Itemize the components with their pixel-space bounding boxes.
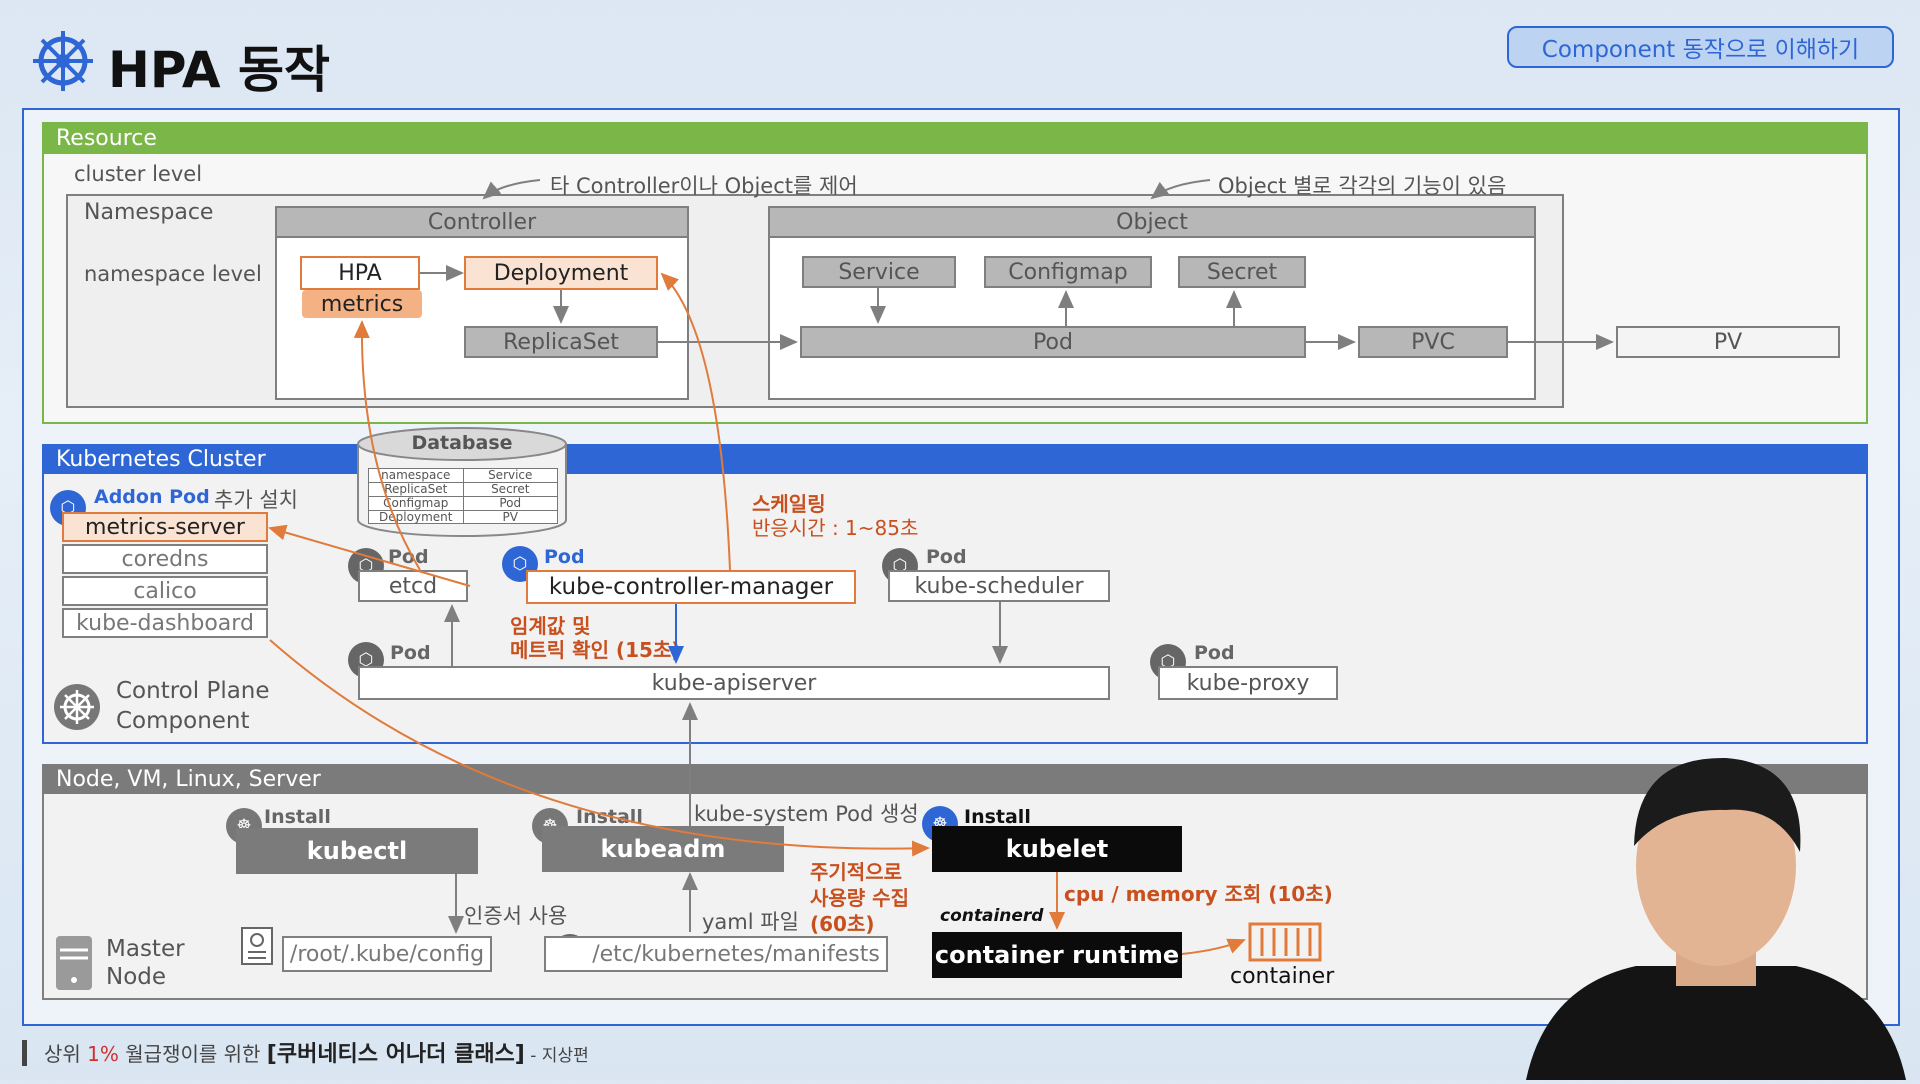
control-plane-icon bbox=[52, 682, 102, 732]
footer-course: [쿠버네티스 어나더 클래스] bbox=[266, 1042, 525, 1067]
namespace-label: Namespace bbox=[84, 200, 214, 225]
threshold-label-1: 임계값 및 bbox=[510, 614, 591, 638]
master-node-label-1: Master bbox=[106, 936, 185, 962]
kubernetes-wheel-icon bbox=[30, 28, 96, 94]
certificate-icon bbox=[236, 924, 282, 970]
footer-suffix: - 지상편 bbox=[524, 1046, 589, 1066]
manifests-box: /etc/kubernetes/manifests bbox=[544, 936, 888, 972]
kube-scheduler-box: kube-scheduler bbox=[888, 570, 1110, 602]
addon-pod-label: Addon Pod bbox=[94, 486, 210, 508]
collect-label-3: (60초) bbox=[810, 912, 875, 936]
object-header: Object bbox=[768, 206, 1536, 238]
kube-proxy-box: kube-proxy bbox=[1158, 666, 1338, 700]
cpu-memory-label: cpu / memory 조회 (10초) bbox=[1064, 882, 1333, 906]
db-cell: Configmap bbox=[369, 497, 463, 511]
db-cell: Service bbox=[463, 469, 557, 483]
proxy-pod-label: Pod bbox=[1194, 642, 1235, 664]
master-node-label-2: Node bbox=[106, 964, 167, 990]
footer-prefix: 상위 bbox=[44, 1042, 88, 1066]
container-icon bbox=[1246, 920, 1324, 964]
cert-label: 인증서 사용 bbox=[464, 904, 568, 928]
secret-box: Secret bbox=[1178, 256, 1306, 288]
db-cell: namespace bbox=[369, 469, 463, 483]
addon-note: 추가 설치 bbox=[214, 488, 298, 512]
object-note: Object 별로 각각의 기능이 있음 bbox=[1218, 174, 1507, 198]
threshold-label-2: 메트릭 확인 (15초) bbox=[510, 638, 681, 662]
configmap-box: Configmap bbox=[984, 256, 1152, 288]
kube-dashboard-box: kube-dashboard bbox=[62, 608, 268, 638]
kubelet-box: kubelet bbox=[932, 826, 1182, 872]
yaml-label: yaml 파일 bbox=[702, 910, 799, 934]
kubelet-install-label: Install bbox=[964, 806, 1031, 828]
deployment-box: Deployment bbox=[464, 256, 658, 290]
pvc-box: PVC bbox=[1358, 326, 1508, 358]
controller-note: 타 Controller이나 Object를 제어 bbox=[550, 174, 858, 198]
scaling-label-2: 반응시간 : 1~85초 bbox=[752, 516, 919, 540]
scaling-label-1: 스케일링 bbox=[752, 492, 826, 516]
config-path-box: /root/.kube/config bbox=[282, 936, 492, 972]
footer-caption: 상위 1% 월급쟁이를 위한 [쿠버네티스 어나더 클래스] - 지상편 bbox=[44, 1036, 589, 1068]
db-cell: Deployment bbox=[379, 510, 453, 524]
kube-apiserver-box: kube-apiserver bbox=[358, 666, 1110, 700]
metrics-server-box: metrics-server bbox=[62, 512, 268, 542]
resource-bar: Resource bbox=[42, 122, 1868, 154]
db-cell: PV bbox=[502, 510, 518, 524]
pod-box: Pod bbox=[800, 326, 1306, 358]
apiserver-pod-label: Pod bbox=[390, 642, 431, 664]
kube-controller-manager-box: kube-controller-manager bbox=[526, 570, 856, 604]
service-box: Service bbox=[802, 256, 956, 288]
server-icon bbox=[54, 934, 94, 992]
pv-box: PV bbox=[1616, 326, 1840, 358]
collect-label-2: 사용량 수집 bbox=[810, 886, 909, 910]
db-cell: Pod bbox=[463, 497, 557, 511]
coredns-box: coredns bbox=[62, 544, 268, 574]
cluster-level-label: cluster level bbox=[74, 162, 203, 186]
footer-bar-mark bbox=[22, 1040, 27, 1066]
container-runtime-box: container runtime bbox=[932, 932, 1182, 978]
control-plane-label-2: Component bbox=[116, 708, 250, 734]
replicaset-box: ReplicaSet bbox=[464, 326, 658, 358]
db-cell: Secret bbox=[463, 483, 557, 497]
namespace-level-label: namespace level bbox=[84, 262, 262, 286]
db-cell: ReplicaSet bbox=[369, 483, 463, 497]
collect-label-1: 주기적으로 bbox=[810, 860, 902, 884]
cluster-bar: Kubernetes Cluster bbox=[42, 444, 1868, 474]
containerd-logo: containerd bbox=[940, 906, 1044, 926]
object-panel bbox=[768, 206, 1536, 400]
kubeadm-box: kubeadm bbox=[542, 826, 784, 872]
presenter-video bbox=[1526, 736, 1906, 1080]
controller-header: Controller bbox=[275, 206, 689, 238]
scheduler-pod-label: Pod bbox=[926, 546, 967, 568]
calico-box: calico bbox=[62, 576, 268, 606]
container-label: container bbox=[1230, 964, 1335, 989]
control-plane-label-1: Control Plane bbox=[116, 678, 270, 704]
system-pod-label: kube-system Pod 생성 bbox=[694, 802, 919, 826]
kcm-pod-label: Pod bbox=[544, 546, 585, 568]
hpa-box: HPA bbox=[300, 256, 420, 290]
metrics-box: metrics bbox=[302, 290, 422, 318]
page-title: HPA 동작 bbox=[108, 41, 331, 99]
database-table: namespace ReplicaSet Configmap Deploymen… bbox=[368, 468, 558, 524]
node-bar: Node, VM, Linux, Server bbox=[42, 764, 1868, 794]
etcd-pod-label: Pod bbox=[388, 546, 429, 568]
kubectl-box: kubectl bbox=[236, 828, 478, 874]
footer-percent: 1% bbox=[87, 1042, 119, 1066]
section-badge: Component 동작으로 이해하기 bbox=[1507, 26, 1894, 68]
footer-mid: 월급쟁이를 위한 bbox=[118, 1042, 267, 1066]
database-title: Database bbox=[411, 432, 513, 454]
kubectl-install-label: Install bbox=[264, 806, 331, 828]
